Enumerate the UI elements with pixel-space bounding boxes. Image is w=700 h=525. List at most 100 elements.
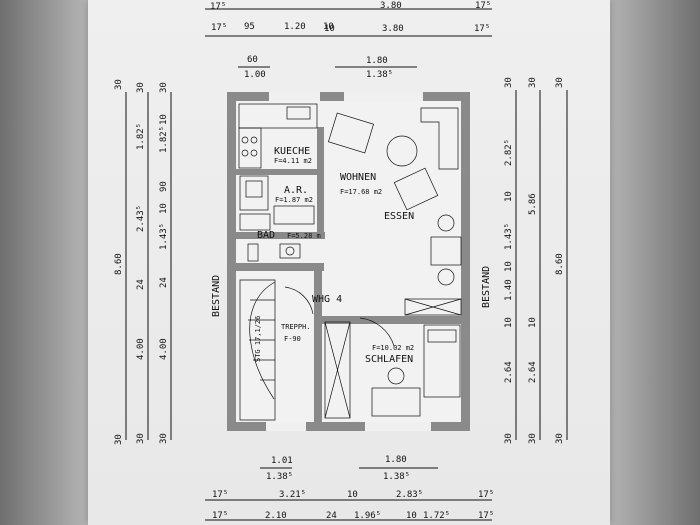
room-name-kitchen: KUECHE	[274, 146, 310, 157]
interior-wall	[317, 127, 324, 239]
bath-sink-bowl	[285, 246, 295, 256]
room-area-bath: F=5.28 m	[287, 232, 321, 240]
wardrobe-cross	[324, 321, 351, 419]
left-dim-label: 1.43⁵	[159, 223, 169, 250]
left-dim-label: 4.00	[136, 338, 146, 360]
left-dim-label: 1.82⁵	[136, 123, 146, 150]
kitchen-counter-side	[238, 127, 262, 169]
left-dim-label: 4.00	[159, 338, 169, 360]
bottom-dim-label: 24	[326, 511, 337, 521]
interior-wall	[230, 232, 325, 239]
bottom-opening-label: 1.80	[385, 455, 407, 465]
top-dim-label: 3.80	[382, 24, 404, 34]
left-dim-label: 10	[159, 114, 169, 125]
top-opening-label: 1.00	[244, 70, 266, 80]
right-dim-label: 10	[504, 261, 514, 272]
storage-shelves	[273, 205, 315, 225]
right-dim-label: 30	[528, 77, 538, 88]
left-dimensions: 30 8.60 30 30 1.82⁵ 2.43⁵ 24 4.00 30 30	[114, 79, 172, 445]
dining-table	[430, 236, 462, 266]
kitchen-counter	[238, 103, 318, 129]
armchair	[393, 167, 439, 211]
top-dim-label: 17⁵	[474, 24, 490, 34]
top-dim-label: 17⁵	[475, 1, 491, 11]
bath-sink	[279, 243, 301, 259]
bottom-dim-label: 17⁵	[478, 511, 494, 521]
top-opening-label: 60	[247, 55, 258, 65]
kitchen-sink	[286, 106, 311, 120]
building-plan	[227, 92, 470, 431]
right-dim-label: 10	[528, 317, 538, 328]
staircase-outline	[239, 279, 276, 421]
window-opening	[266, 422, 306, 431]
interior-wall	[236, 169, 318, 175]
top-dim-label: 95	[244, 22, 255, 32]
wardrobe	[324, 321, 351, 419]
room-labels: KUECHE F=4.11 m2 WOHNEN F=17.68 m2 A.R. …	[254, 146, 414, 365]
right-dim-label: 1.40	[504, 279, 514, 301]
bottom-opening-label: 1.38⁵	[266, 472, 293, 482]
interior-wall	[236, 263, 324, 271]
stair-curve	[249, 281, 276, 400]
right-side-label: BESTAND	[481, 266, 492, 308]
left-dim-label: 30	[159, 433, 169, 444]
stair-door-swing	[284, 286, 314, 315]
room-name-storage: A.R.	[284, 185, 308, 196]
bottom-dim-label: 17⁵	[212, 511, 228, 521]
bottom-dim-label: 17⁵	[212, 490, 228, 500]
desk	[371, 387, 421, 417]
window-opening	[269, 92, 320, 101]
right-dim-label: 30	[555, 77, 565, 88]
left-dim-label: 90	[159, 181, 169, 192]
left-side-label: BESTAND	[211, 275, 222, 317]
right-dim-label: 8.60	[555, 253, 565, 275]
room-area-living: F=17.68 m2	[340, 188, 382, 196]
left-dim-label: 30	[114, 79, 124, 90]
room-name-dining: ESSEN	[384, 211, 414, 222]
left-dim-label: 8.60	[114, 253, 124, 275]
washbasin-unit	[239, 213, 271, 231]
top-dim-label: 10	[323, 22, 334, 32]
shower-tray	[245, 180, 263, 198]
left-dim-label: 10	[159, 203, 169, 214]
plan-fixtures	[238, 103, 462, 421]
dining-chair	[437, 268, 455, 286]
top-dim-label: 10	[324, 24, 335, 34]
photo-background-right	[604, 0, 700, 525]
stove-burner	[241, 149, 249, 157]
room-area-kitchen: F=4.11 m2	[274, 157, 312, 165]
cabinet-cross	[404, 298, 462, 316]
left-dim-label: 2.43⁵	[136, 205, 146, 232]
room-name-living: WOHNEN	[340, 172, 376, 183]
right-dim-label: 10	[504, 317, 514, 328]
room-area-bedroom: F=10.02 m2	[372, 344, 414, 352]
interior-floor	[236, 101, 461, 422]
unit-label: WHG 4	[312, 294, 342, 305]
bottom-dim-label: 10	[347, 490, 358, 500]
interior-wall	[314, 271, 322, 422]
armchair	[328, 112, 374, 154]
bottom-dim-label: 1.96⁵	[354, 511, 381, 521]
room-area-stairs: F-90	[284, 335, 301, 343]
window-opening	[344, 92, 423, 101]
left-dim-label: 30	[114, 434, 124, 445]
bottom-opening-label: 1.01	[271, 456, 293, 466]
room-name-stairs: TREPPH.	[281, 323, 311, 331]
top-dim-label: 3.80	[380, 1, 402, 11]
top-opening-label: 1.38⁵	[366, 70, 393, 80]
left-dim-label: 30	[136, 82, 146, 93]
left-dim-label: 24	[159, 277, 169, 288]
bed-pillow	[427, 329, 457, 343]
right-dim-label: 2.82⁵	[504, 139, 514, 166]
coffee-table	[386, 135, 418, 167]
bottom-dimensions: 1.01 1.38⁵ 1.80 1.38⁵ 17⁵ 3.21⁵ 10 2.83⁵…	[205, 455, 494, 521]
interior-wall	[322, 316, 461, 324]
right-dim-label: 30	[504, 77, 514, 88]
right-dim-label: 2.64	[528, 361, 538, 383]
cabinet	[404, 298, 462, 316]
bottom-dim-label: 2.10	[265, 511, 287, 521]
top-dim-label: 1.20	[284, 22, 306, 32]
bed	[423, 324, 461, 398]
right-dimensions: 30 2.82⁵ 10 1.43⁵ 10 1.40 10 2.64 30 30	[504, 77, 568, 444]
photo-background-left	[0, 0, 92, 525]
